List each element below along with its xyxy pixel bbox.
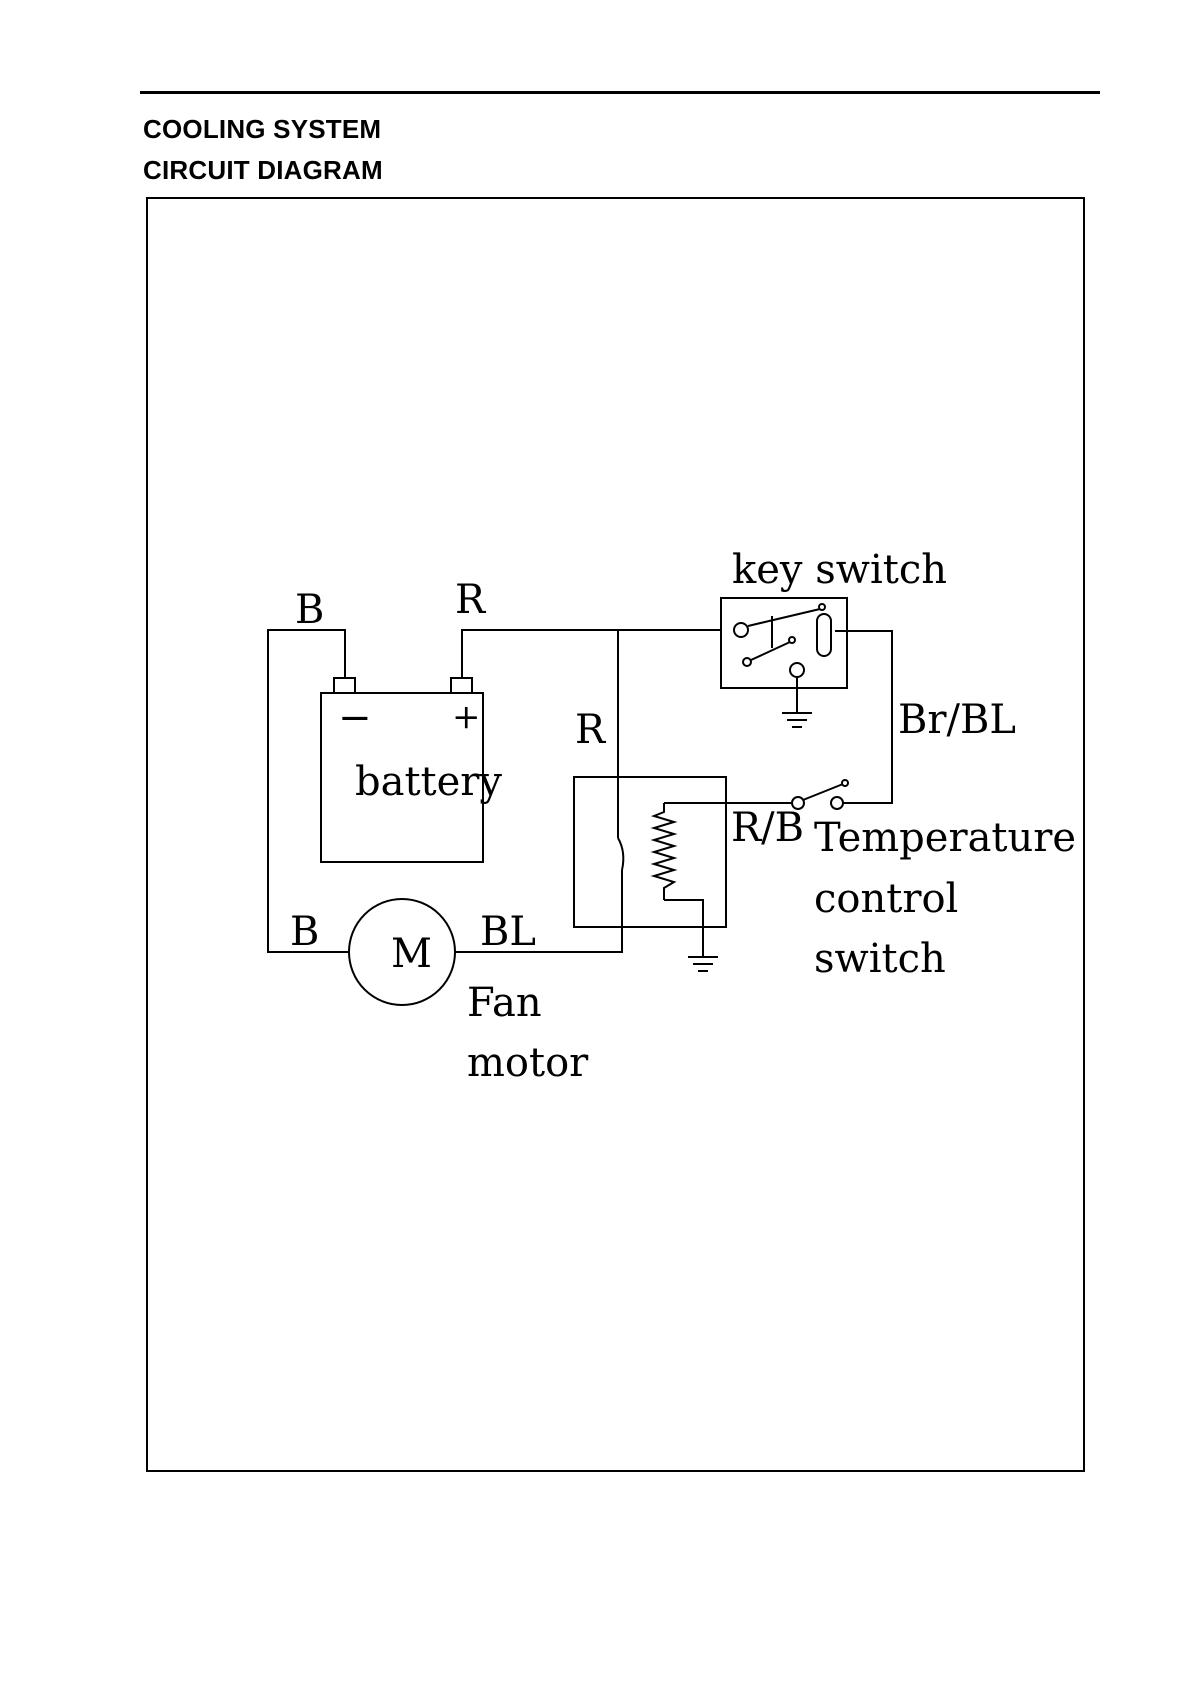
wire-label-br-bl: Br/BL xyxy=(898,697,1016,743)
key-switch-terminal-low xyxy=(743,658,751,666)
temp-switch-label-line1: Temperature xyxy=(814,815,1076,861)
key-switch-terminal-ground xyxy=(790,663,804,677)
wire-label-b-top: B xyxy=(295,587,324,633)
wire-coil-ground xyxy=(664,900,703,957)
key-switch-label: key switch xyxy=(732,547,947,593)
fan-motor-label-line1: Fan xyxy=(467,980,542,1026)
wire-label-r-mid: R xyxy=(575,707,607,753)
battery-pos-sign: + xyxy=(452,697,481,737)
wire-label-r-b: R/B xyxy=(731,805,804,851)
key-switch-blade-2 xyxy=(751,642,790,660)
temperature-switch: Temperature control switch xyxy=(792,780,1076,982)
battery-label: battery xyxy=(355,759,502,805)
battery-neg-terminal xyxy=(334,678,355,693)
battery-pos-terminal xyxy=(451,678,472,693)
wire-r xyxy=(462,630,721,678)
temp-switch-contact-right xyxy=(831,797,843,809)
wire-label-bl: BL xyxy=(480,909,536,955)
wire-label-b-bottom: B xyxy=(290,909,319,955)
relay-coil xyxy=(654,803,674,900)
key-switch-box xyxy=(721,598,847,688)
fan-motor: M Fan motor xyxy=(349,899,589,1086)
relay-contact xyxy=(618,838,623,870)
temp-switch-label-line2: control xyxy=(814,876,958,922)
key-switch-terminal-left xyxy=(734,623,748,637)
key-switch-slot xyxy=(817,614,831,656)
fan-motor-label-line2: motor xyxy=(467,1040,589,1086)
battery-neg-sign: − xyxy=(338,695,372,741)
wire-label-r-top: R xyxy=(455,577,487,623)
key-switch-blade-1 xyxy=(748,609,820,626)
temp-switch-label-line3: switch xyxy=(814,936,946,982)
wire-br-bl xyxy=(835,631,892,803)
motor-symbol: M xyxy=(391,931,432,977)
battery: − + battery xyxy=(321,678,502,862)
